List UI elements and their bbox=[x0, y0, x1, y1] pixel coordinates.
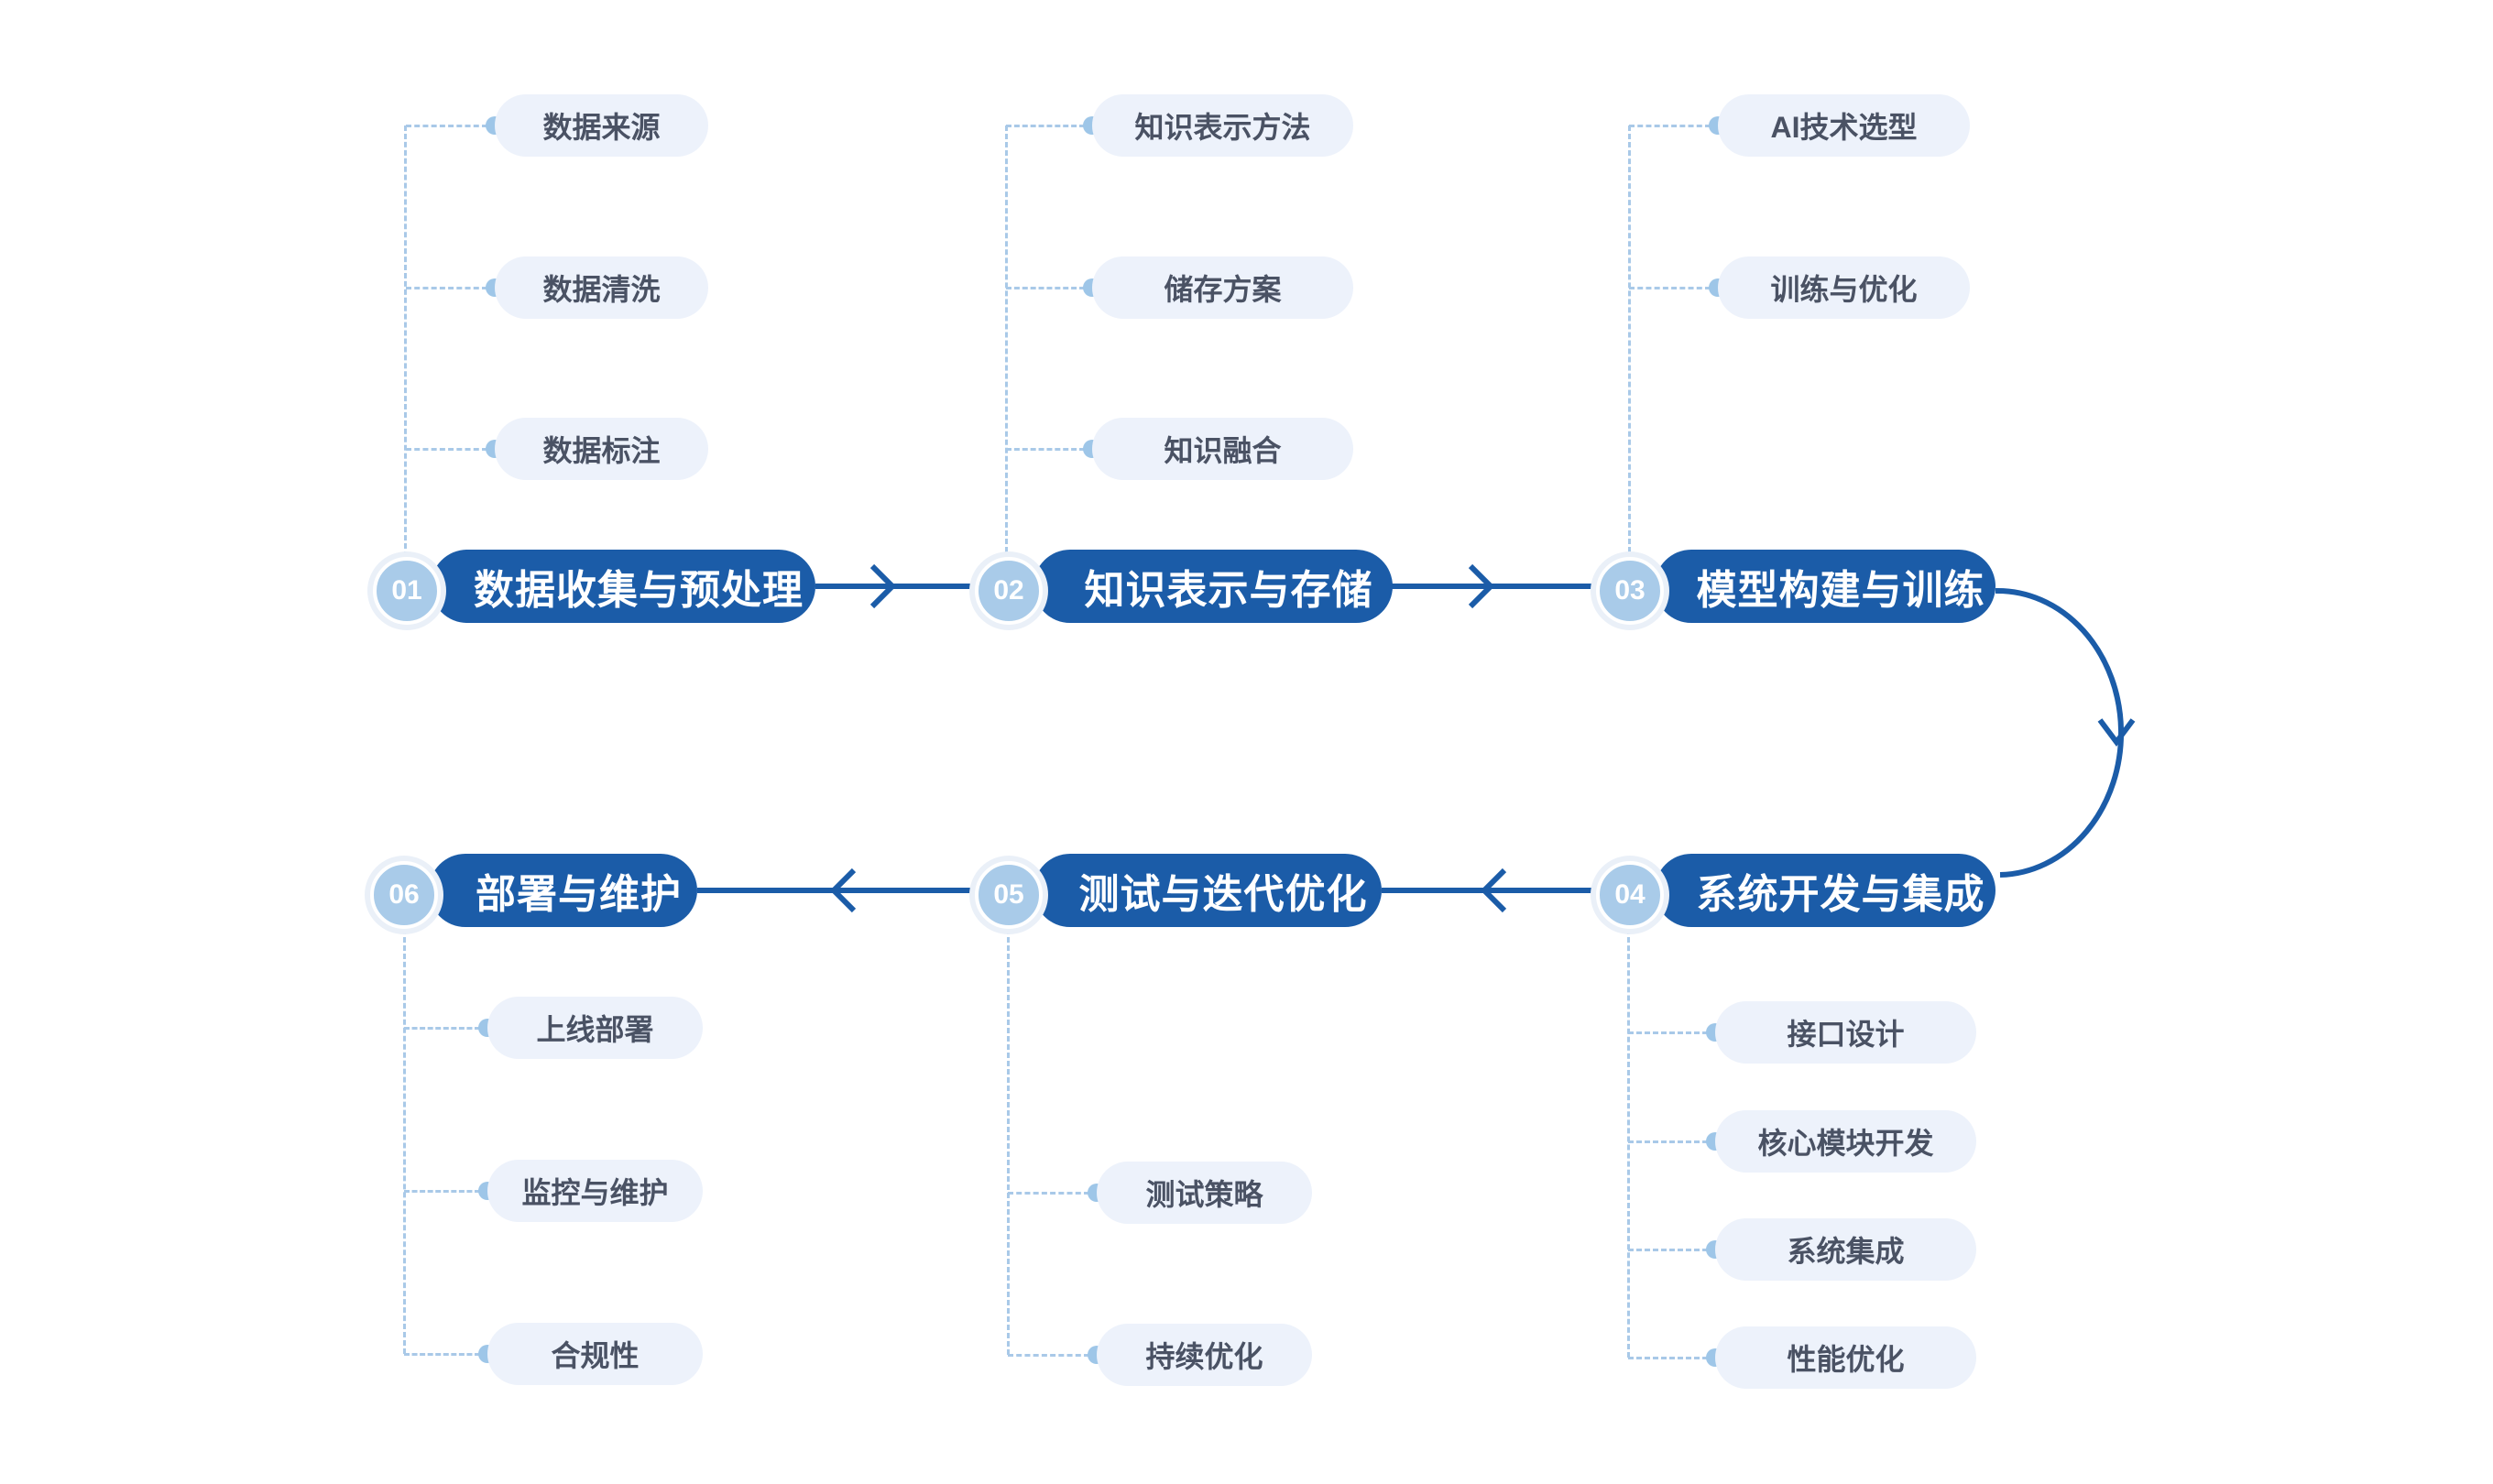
sub-item[interactable]: 合规性 bbox=[487, 1323, 703, 1385]
sub-item[interactable]: 数据来源 bbox=[495, 94, 708, 157]
stage-number-badge-4: 04 bbox=[1596, 861, 1664, 929]
stage-pill-2[interactable]: 知识表示与存储 bbox=[1033, 550, 1393, 623]
connector-vline-stage6 bbox=[403, 929, 406, 1354]
connector-branch bbox=[404, 1027, 480, 1030]
sub-item[interactable]: 知识融合 bbox=[1092, 418, 1353, 480]
stage-pill-5[interactable]: 测试与迭代优化 bbox=[1033, 854, 1382, 927]
arrow-left-chevron-icon bbox=[829, 867, 857, 913]
sub-item[interactable]: 上线部署 bbox=[487, 997, 703, 1059]
connector-branch bbox=[1629, 287, 1711, 289]
stage-pill-4[interactable]: 系统开发与集成 bbox=[1655, 854, 1995, 927]
sub-item[interactable]: 系统集成 bbox=[1715, 1218, 1976, 1281]
arrow-left-chevron-icon bbox=[1480, 867, 1507, 913]
connector-vline-stage2 bbox=[1005, 125, 1008, 552]
connector-branch bbox=[404, 1353, 480, 1356]
connector-branch bbox=[1628, 1249, 1708, 1251]
connector-vline-stage4 bbox=[1627, 929, 1630, 1358]
connector-branch bbox=[1628, 1140, 1708, 1143]
sub-item[interactable]: 监控与维护 bbox=[487, 1160, 703, 1222]
stage-number-badge-1: 01 bbox=[373, 557, 441, 625]
sub-item[interactable]: 接口设计 bbox=[1715, 1001, 1976, 1064]
stage-pill-1[interactable]: 数据收集与预处理 bbox=[431, 550, 815, 623]
sub-item[interactable]: 训练与优化 bbox=[1718, 256, 1970, 319]
sub-item[interactable]: 数据标注 bbox=[495, 418, 708, 480]
connector-branch bbox=[404, 1190, 480, 1193]
connector-branch bbox=[1008, 1354, 1089, 1357]
connector-branch bbox=[1006, 448, 1085, 451]
arrow-right-chevron-icon bbox=[869, 563, 897, 609]
stage-pill-3[interactable]: 模型构建与训练 bbox=[1655, 550, 1995, 623]
connector-branch bbox=[1628, 1031, 1708, 1034]
stage-pill-6[interactable]: 部署与维护 bbox=[429, 854, 697, 927]
connector-vline-stage5 bbox=[1007, 929, 1010, 1355]
connector-branch bbox=[406, 287, 487, 289]
sub-item[interactable]: 性能优化 bbox=[1715, 1326, 1976, 1389]
stage-number-badge-3: 03 bbox=[1596, 557, 1664, 625]
arrow-right-chevron-icon bbox=[1468, 563, 1495, 609]
connector-branch bbox=[1629, 125, 1711, 127]
sub-item[interactable]: 知识表示方法 bbox=[1092, 94, 1353, 157]
sub-item[interactable]: 储存方案 bbox=[1092, 256, 1353, 319]
sub-item[interactable]: 核心模块开发 bbox=[1715, 1110, 1976, 1173]
stage-number-badge-2: 02 bbox=[975, 557, 1043, 625]
sub-item[interactable]: 数据清洗 bbox=[495, 256, 708, 319]
flow-arrow-1-2 bbox=[815, 563, 977, 609]
sub-item[interactable]: 持续优化 bbox=[1097, 1324, 1312, 1386]
sub-item[interactable]: 测试策略 bbox=[1097, 1162, 1312, 1224]
connector-branch bbox=[406, 448, 487, 451]
connector-branch bbox=[1008, 1192, 1089, 1195]
stage-number-badge-5: 05 bbox=[975, 861, 1043, 929]
flow-arc-3-4 bbox=[1995, 587, 2136, 878]
arrow-down-chevron-icon bbox=[2097, 718, 2136, 747]
sub-item[interactable]: AI技术选型 bbox=[1718, 94, 1970, 157]
flow-arrow-4-5 bbox=[1382, 867, 1598, 913]
connector-branch bbox=[1006, 125, 1085, 127]
arc-line bbox=[1995, 587, 2125, 878]
connector-branch bbox=[1006, 287, 1085, 289]
connector-branch bbox=[1628, 1357, 1708, 1359]
connector-vline-stage1 bbox=[404, 125, 407, 557]
connector-vline-stage3 bbox=[1628, 125, 1631, 552]
connector-branch bbox=[406, 125, 487, 127]
stage-number-badge-6: 06 bbox=[370, 861, 438, 929]
flow-arrow-2-3 bbox=[1390, 563, 1597, 609]
flow-arrow-5-6 bbox=[697, 867, 976, 913]
